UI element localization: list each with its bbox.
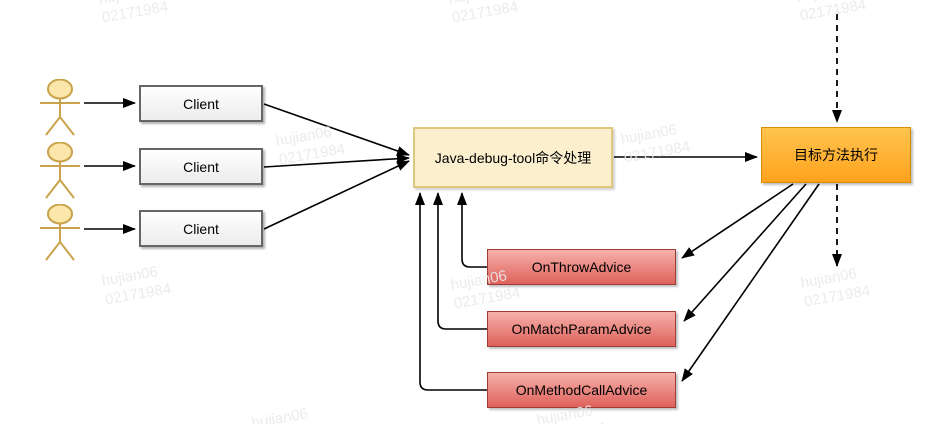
target-method-label: 目标方法执行 [794,147,878,163]
client-node-1: Client [139,85,263,122]
arrow-client1-processor [263,103,410,156]
arrow-client3-processor [263,160,410,230]
user-actor-3 [38,203,82,264]
onmatchparamadvice-node: OnMatchParamAdvice [487,311,676,347]
advice-node-label: OnThrowAdvice [531,259,632,275]
command-processor-label: Java-debug-tool命令处理 [434,149,592,166]
user-actor-1 [38,78,82,139]
arrow-target-onmatchparamadvice [683,183,807,322]
arrow-onthrowadvice-processor [457,192,487,268]
onmethodcalladvice-node: OnMethodCallAdvice [487,372,676,408]
client-node-2: Client [139,148,263,185]
user-actor-2 [38,141,82,202]
client-node-3: Client [139,210,263,247]
client-node-label: Client [183,220,219,237]
arrow-onmethodcalladvice-processor [415,192,487,391]
client-node-label: Client [183,95,219,112]
command-processor-node: Java-debug-tool命令处理 [413,127,613,188]
arrow-target-onmethodcalladvice [681,183,820,382]
user-actor-icon [40,203,80,261]
client-node-label: Client [183,158,219,175]
target-method-node: 目标方法执行 [761,127,911,183]
arrow-client2-processor [263,153,410,168]
arrow-target-onthrowadvice [681,183,794,259]
onthrowadvice-node: OnThrowAdvice [487,249,676,285]
advice-node-label: OnMatchParamAdvice [511,321,652,337]
user-actor-icon [40,141,80,199]
advice-node-label: OnMethodCallAdvice [515,382,648,398]
arrow-onmatchparamadvice-processor [433,192,487,330]
user-actor-icon [40,78,80,136]
